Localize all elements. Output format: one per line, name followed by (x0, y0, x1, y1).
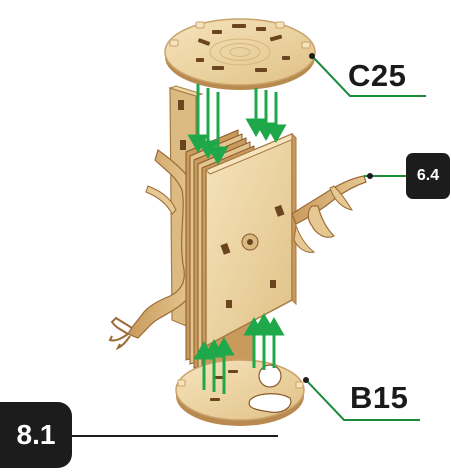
leader-dot-c25 (309, 53, 315, 59)
step-number-badge: 8.1 (0, 402, 72, 468)
lid-part-label: C25 (348, 60, 406, 91)
leader-dot-6-4 (367, 173, 373, 179)
branch-ref-badge: 6.4 (406, 153, 450, 199)
branch-right (292, 176, 366, 252)
base-disc-b15 (176, 360, 304, 426)
lid-disc-c25 (165, 19, 315, 90)
base-part-label: B15 (350, 382, 408, 413)
leader-dot-b15 (303, 377, 309, 383)
front-panel (206, 134, 296, 346)
